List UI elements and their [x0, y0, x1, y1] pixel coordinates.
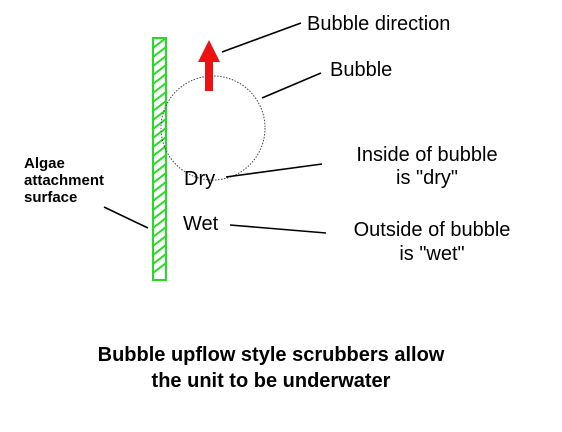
bubble-direction-arrow [198, 40, 220, 91]
hatch-line [152, 226, 167, 238]
hatch-line [152, 208, 167, 220]
label-algae-line1: Algae [24, 155, 65, 172]
label-algae-line2: attachment [24, 172, 104, 189]
label-algae-line3: surface [24, 189, 77, 206]
bubble-circle [160, 75, 266, 181]
label-inside-line1: Inside of bubble [356, 144, 497, 166]
hatch-line [152, 244, 167, 256]
leader-wet [229, 224, 327, 234]
hatch-line [152, 100, 167, 112]
hatch-line [152, 181, 167, 193]
label-outside-line2: is "wet" [399, 243, 464, 265]
hatch-line [152, 109, 167, 121]
hatch-line [152, 262, 167, 274]
leader-algae [103, 206, 149, 229]
hatch-line [152, 37, 167, 49]
caption-line2: the unit to be underwater [152, 370, 391, 392]
label-outside-line1: Outside of bubble [354, 219, 511, 241]
hatch-line [152, 172, 167, 184]
leader-bubble-direction [221, 22, 302, 53]
caption-line1: Bubble upflow style scrubbers allow [98, 344, 445, 366]
leader-bubble [261, 72, 322, 99]
algae-surface-outline [152, 37, 167, 281]
hatch-line [152, 73, 167, 85]
hatch-line [152, 91, 167, 103]
label-bubble-direction: Bubble direction [307, 13, 450, 35]
hatch-line [152, 55, 167, 67]
hatch-line [152, 190, 167, 202]
hatch-line [152, 199, 167, 211]
leader-dry [225, 163, 323, 178]
hatch-line [152, 145, 167, 157]
hatch-line [152, 82, 167, 94]
algae-surface-hatching [152, 37, 167, 274]
hatch-line [152, 235, 167, 247]
arrow-head [198, 40, 220, 62]
label-dry: Dry [184, 168, 215, 190]
hatch-line [152, 64, 167, 76]
label-wet: Wet [183, 213, 219, 235]
hatch-line [152, 154, 167, 166]
hatch-line [152, 163, 167, 175]
algae-surface [152, 37, 167, 281]
hatch-line [152, 217, 167, 229]
hatch-line [152, 127, 167, 139]
hatch-line [152, 253, 167, 265]
label-inside-line2: is "dry" [396, 167, 458, 189]
hatch-line [152, 46, 167, 58]
label-bubble: Bubble [330, 59, 392, 81]
hatch-line [152, 118, 167, 130]
arrow-shaft [205, 60, 213, 91]
hatch-line [152, 136, 167, 148]
